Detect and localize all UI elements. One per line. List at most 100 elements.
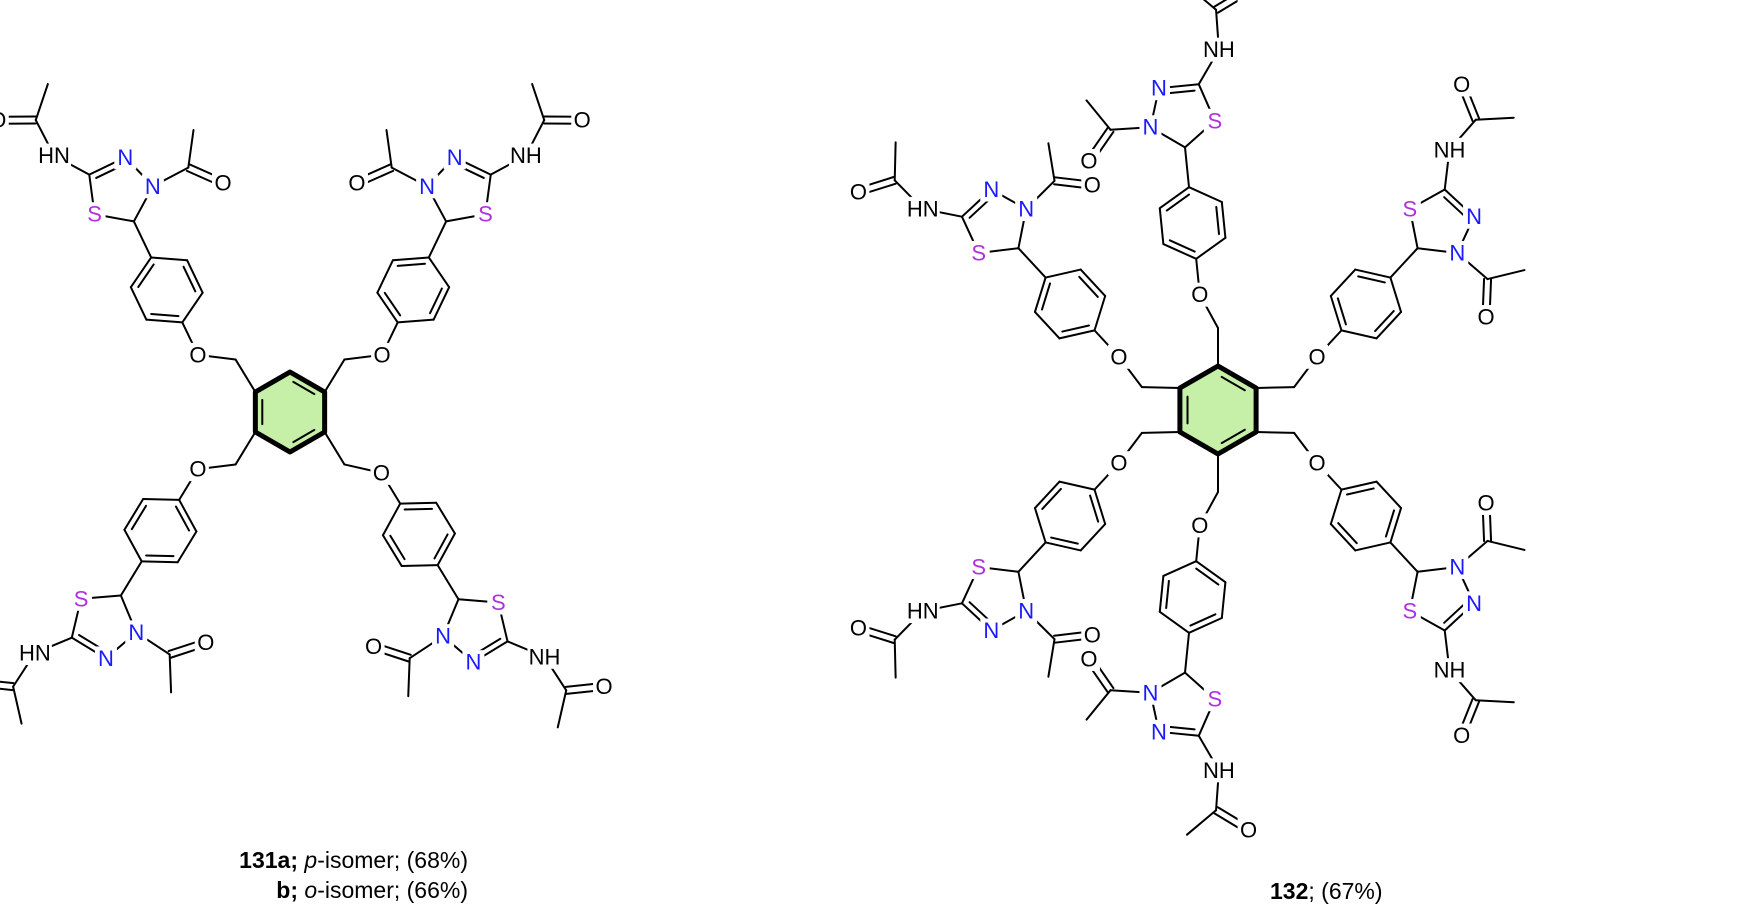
ring-nitrogen-bg — [443, 145, 466, 170]
methylene-bond — [323, 358, 346, 393]
phenyl-bond — [381, 502, 402, 537]
phenyl-bond — [396, 318, 435, 324]
ring-sulfur: S — [1207, 108, 1222, 133]
phenyl-bond — [123, 498, 145, 531]
ring-sulfur: S — [1207, 687, 1222, 712]
ether-oxygen-bg — [1107, 451, 1130, 476]
methyl-bond — [893, 638, 897, 679]
atom-layer: ONNSONHOONNSONHOONNSONHOONNSONHOONNSOHNO… — [847, 0, 1498, 842]
ring-nitrogen-bg — [462, 650, 485, 675]
amide-nh: NH — [1434, 137, 1466, 162]
amide-oxygen-bg — [593, 674, 616, 699]
phenyl-bond — [1329, 268, 1357, 297]
ether-oxygen-bg — [1306, 344, 1329, 369]
amide-nh-bg — [1432, 137, 1467, 162]
phenyl-bond-second — [403, 507, 434, 511]
methyl-bond — [187, 129, 195, 169]
caption-131-line-a: 131a; p-isomer; (68%) — [239, 847, 468, 873]
phenyl-bond — [1389, 507, 1403, 544]
phenyl-bond-second — [1189, 613, 1217, 627]
methyl-bond — [1085, 99, 1112, 131]
ring-nitrogen: N — [1018, 197, 1034, 222]
ring-sulfur-bg — [1398, 598, 1421, 623]
bond-layer — [0, 83, 606, 729]
phenyl-bond-second — [1165, 579, 1170, 610]
ring-nitrogen-bg — [141, 174, 164, 199]
ring-nitrogen-bg — [980, 618, 1003, 643]
phenyl-bond — [1158, 207, 1165, 246]
carbonyl-oxygen-bg — [1077, 149, 1100, 174]
carbonyl-oxygen: O — [1477, 305, 1494, 330]
ring-nitrogen-bg — [114, 145, 137, 170]
phenyl-bond — [1354, 268, 1392, 279]
phenyl-bond-second — [1061, 324, 1090, 333]
central-benzene-core — [1177, 363, 1259, 457]
ether-oxygen: O — [374, 342, 391, 367]
bond-layer — [856, 0, 1526, 836]
ring-sulfur: S — [1402, 598, 1417, 623]
amide-oxygen-bg — [1450, 72, 1473, 97]
ring-sulfur-bg — [70, 586, 93, 611]
ring-sulfur-bg — [1203, 687, 1226, 712]
phenyl-bond-second — [145, 554, 175, 558]
ring-nitrogen-bg — [1147, 76, 1170, 101]
ring-sulfur: S — [971, 240, 986, 265]
amide-nh: NH — [510, 143, 542, 168]
amide-nh-bg — [1201, 37, 1236, 62]
phenyl-bond — [1044, 268, 1082, 279]
amide-oxygen-bg — [847, 616, 870, 641]
phenyl-bond-second — [174, 505, 191, 532]
carbonyl-oxygen-bg — [212, 171, 235, 196]
ring-nitrogen-bg — [1147, 719, 1170, 744]
amide-oxygen-bg — [847, 179, 870, 204]
amide-oxygen: O — [1453, 723, 1470, 748]
phenyl-bond — [1079, 523, 1107, 552]
ring-nitrogen-bg — [94, 646, 117, 671]
ether-oxygen-bg — [1188, 513, 1211, 538]
phenyl-bond — [1375, 310, 1403, 340]
ether-oxygen: O — [1308, 344, 1325, 369]
phenyl-bond-second — [383, 291, 402, 317]
core-inner-bond — [1220, 428, 1246, 445]
ring-link-bond — [1184, 631, 1190, 674]
phenyl-bond — [176, 530, 198, 564]
phenyl-bond-second — [182, 265, 197, 293]
methyl-bond — [1047, 142, 1056, 182]
ether-oxygen-bg — [370, 460, 393, 485]
phenyl-bond — [150, 256, 189, 262]
molecule-132: ONNSONHOONNSONHOONNSONHOONNSONHOONNSOHNO… — [847, 0, 1526, 842]
phenyl-bond — [1220, 200, 1227, 239]
ring-sulfur: S — [971, 555, 986, 580]
carbonyl-oxygen-bg — [1475, 490, 1498, 515]
amide-nh-bg — [1432, 658, 1467, 683]
phenyl-bond — [145, 318, 184, 324]
ring-nitrogen: N — [145, 174, 161, 199]
methyl-bond — [168, 653, 173, 694]
carbonyl-oxygen-bg — [345, 171, 368, 196]
caption-131: 131a; p-isomer; (68%) b; o-isomer; (66%) — [208, 845, 468, 905]
ether-oxygen: O — [1110, 451, 1127, 476]
phenyl-bond — [186, 259, 204, 294]
thiadiazole-bond-second — [1443, 601, 1468, 624]
phenyl-bond — [1162, 560, 1198, 577]
ring-nitrogen: N — [1143, 680, 1159, 705]
phenyl-bond — [1162, 243, 1198, 260]
ether-oxygen: O — [1191, 282, 1208, 307]
ring-sulfur-bg — [1398, 197, 1421, 222]
methyl-bond — [1185, 809, 1218, 836]
phenyl-bond-second — [433, 533, 449, 560]
phenyl-bond-second — [1346, 487, 1375, 496]
phenyl-bond — [391, 256, 430, 262]
ring-sulfur: S — [491, 590, 506, 615]
carbonyl-oxygen: O — [1080, 646, 1097, 671]
ring-link-bond — [1184, 146, 1190, 189]
phenyl-bond — [1329, 523, 1357, 552]
phenyl-bond — [1158, 574, 1165, 613]
methyl-bond — [531, 83, 546, 122]
core-inner-bond — [292, 428, 316, 444]
amide-nh-bg — [37, 143, 72, 168]
methyl-bond — [1085, 689, 1112, 721]
methyl-bond — [556, 689, 568, 729]
phenyl-bond — [399, 501, 438, 505]
amide-oxygen: O — [1240, 0, 1257, 3]
